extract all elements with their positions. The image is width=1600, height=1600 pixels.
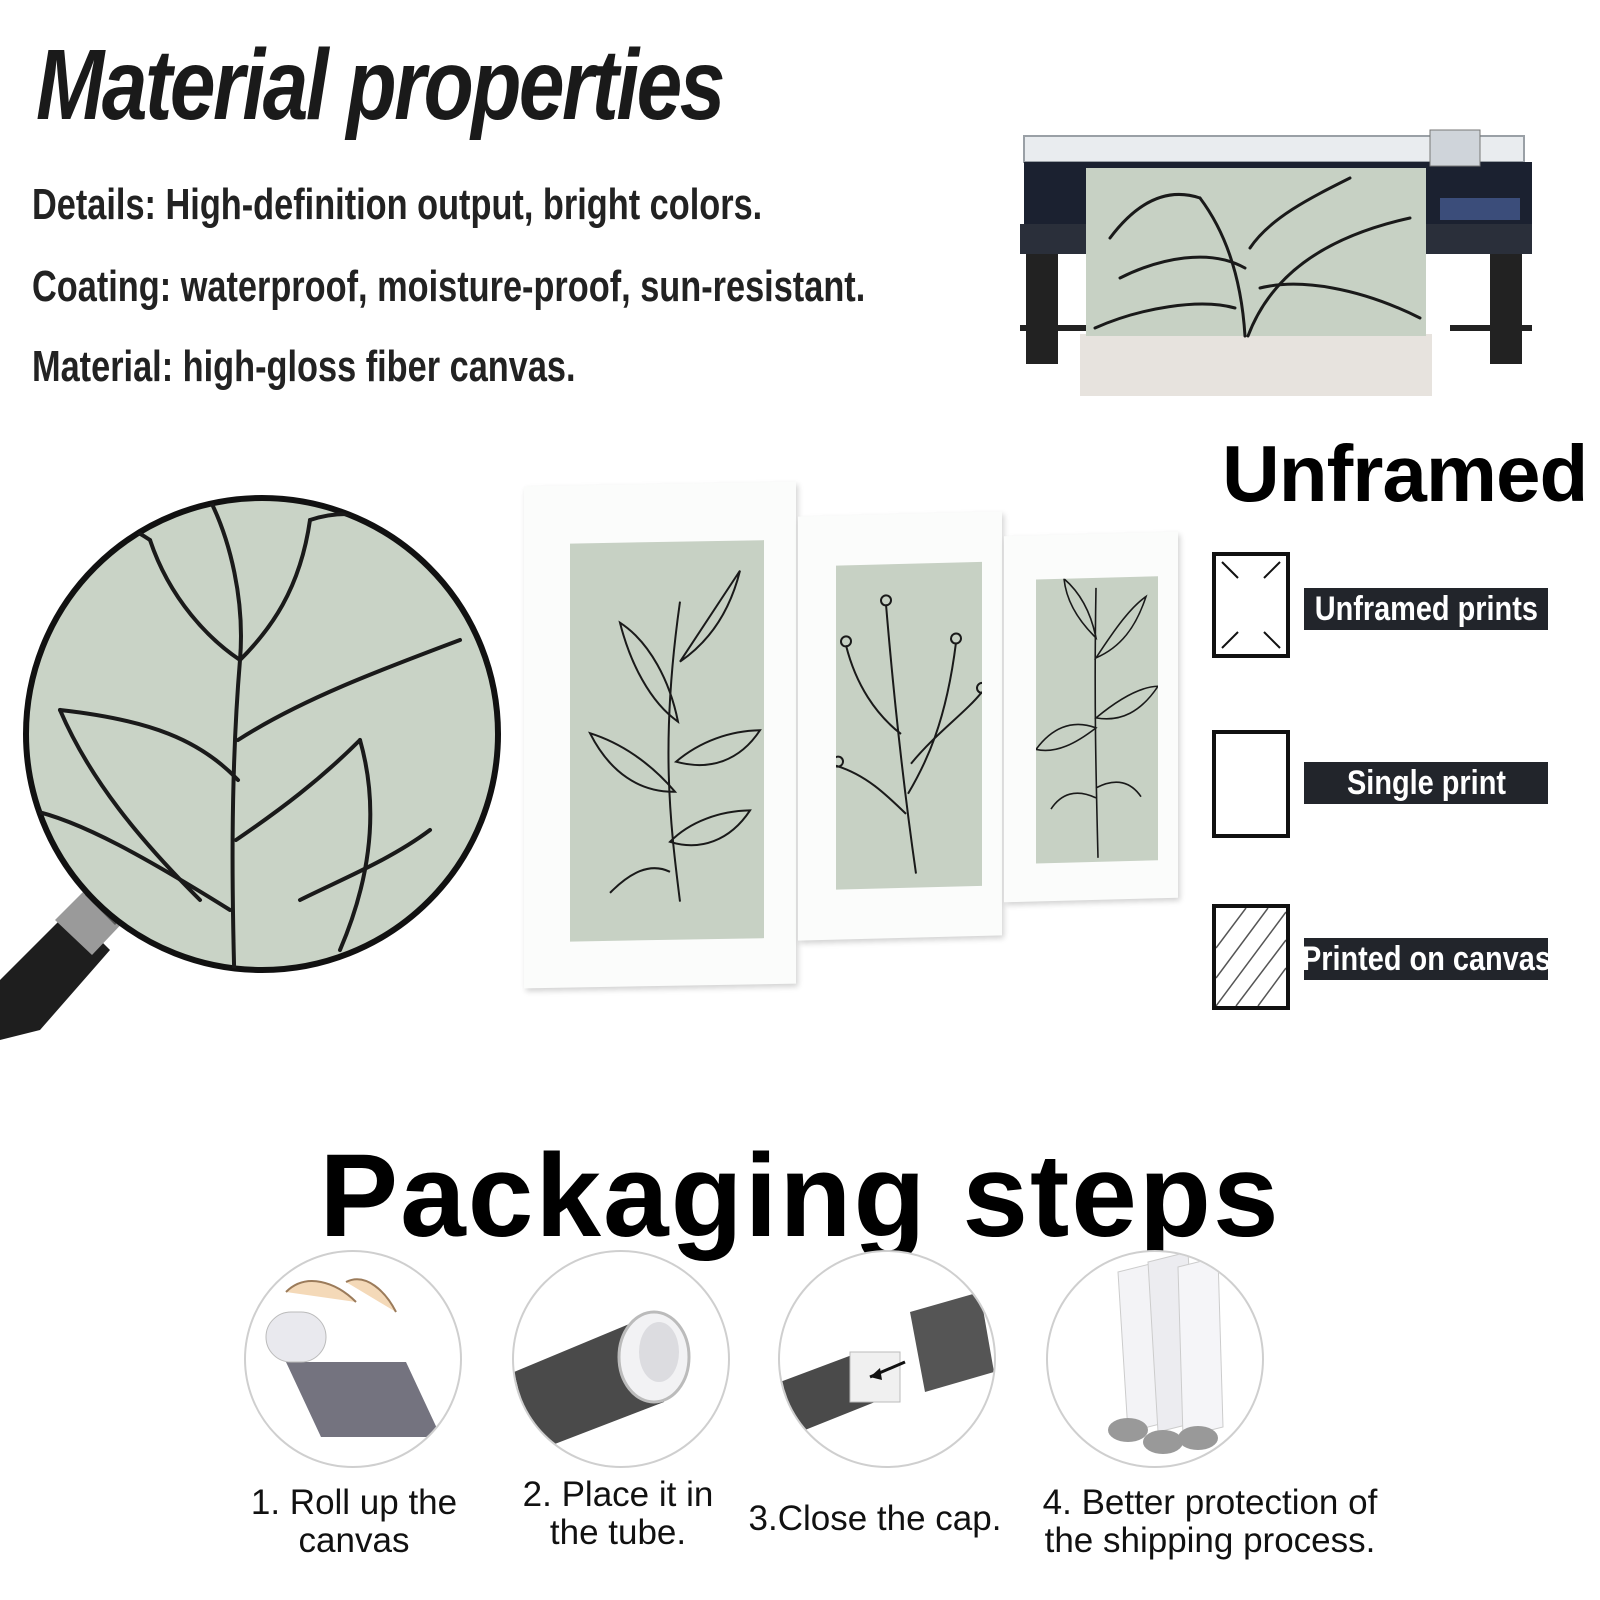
step-4-illustration bbox=[1046, 1250, 1264, 1468]
step-3-illustration bbox=[778, 1250, 996, 1468]
step-2-illustration bbox=[512, 1250, 730, 1468]
step-1-illustration bbox=[244, 1250, 462, 1468]
packaging-title: Packaging steps bbox=[319, 1130, 1281, 1262]
printer-illustration bbox=[1020, 129, 1532, 396]
magnifier-illustration bbox=[0, 495, 501, 1040]
legend-label-printed-on-canvas: Printed on canvas bbox=[1302, 938, 1550, 980]
art-panel-3 bbox=[1004, 531, 1178, 903]
flower-branch-drawing bbox=[836, 594, 982, 874]
step-3-label: 3.Close the cap. bbox=[748, 1499, 1002, 1538]
material-title: Material properties bbox=[36, 29, 725, 141]
step-2-label: 2. Place it in the tube. bbox=[522, 1475, 714, 1552]
leaf-branch-drawing-2 bbox=[1036, 576, 1158, 858]
detail-line-1: Details: High-definition output, bright … bbox=[32, 180, 763, 229]
corner-marks-frame-icon bbox=[1212, 552, 1290, 658]
hatched-frame-icon bbox=[1212, 904, 1290, 1010]
detail-line-3: Material: high-gloss fiber canvas. bbox=[32, 342, 576, 391]
step-1-label: 1. Roll up the canvas bbox=[250, 1483, 458, 1560]
legend-label-unframed-prints: Unframed prints bbox=[1304, 588, 1548, 630]
art-panel-2 bbox=[798, 511, 1002, 941]
detail-line-2: Coating: waterproof, moisture-proof, sun… bbox=[32, 262, 866, 311]
art-panel-1 bbox=[524, 481, 796, 989]
leaf-branch-drawing-1 bbox=[588, 570, 762, 902]
step-4-label: 4. Better protection of the shipping pro… bbox=[1042, 1483, 1378, 1560]
unframed-title: Unframed bbox=[1222, 429, 1588, 518]
legend-label-single-print: Single print bbox=[1304, 762, 1548, 804]
plain-frame-icon bbox=[1212, 730, 1290, 838]
